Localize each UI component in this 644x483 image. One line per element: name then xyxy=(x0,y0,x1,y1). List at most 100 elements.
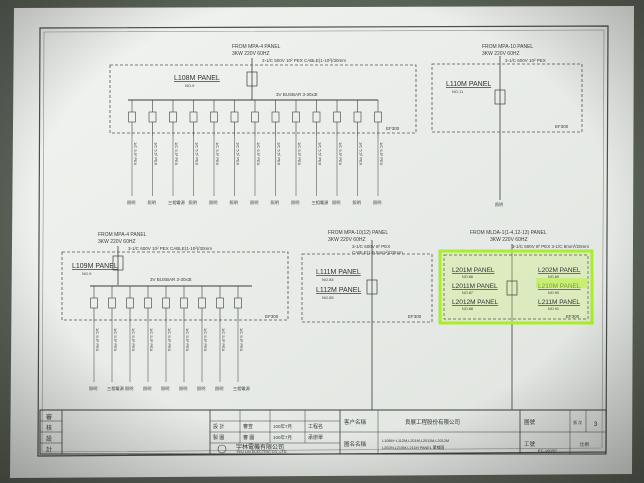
sub-panel-name: L2011M PANEL xyxy=(452,283,498,290)
cable-annotation-text: 1/C 5.5² PEX xyxy=(297,142,302,166)
cable-annotation: 1/C 5.5² PEX xyxy=(297,142,302,166)
sub-panel-name: L201M PANEL xyxy=(452,267,495,274)
tb-r2-c2: 審 圖 xyxy=(243,434,254,441)
cable-annotation-text: 1/C 5.5² PEX xyxy=(131,328,136,352)
l111m-id: NO.84 xyxy=(322,277,334,282)
cable-annotation-text: 1/C 5.5² PEX xyxy=(195,142,200,166)
l110m-out-label: 照明 xyxy=(495,202,503,207)
cable-annotation: 1/C 5.5² PEX xyxy=(277,142,282,166)
cable-annotation-text: 1/C 5.5² PEX xyxy=(174,142,179,166)
cable-annotation-text: 1/C 5.5² PEX xyxy=(338,142,343,166)
cable-annotation-text: 1/C 5.5² PEX xyxy=(221,328,226,352)
tb-r2-c1: 製 圖 xyxy=(213,434,224,441)
l109m-rating: 3KW 220V 60HZ xyxy=(98,239,136,245)
cable-annotation-text: 1/C 5.5² PEX xyxy=(185,328,190,352)
sub-panel-id: NO.91 xyxy=(548,307,559,311)
cable-annotation-text: 1/C 5.5² PEX xyxy=(277,142,282,166)
cable-annotation: 1/C 5.5² PEX xyxy=(318,142,323,166)
l108m-source: FROM MPA-4 PANEL xyxy=(232,44,281,50)
cable-annotation-text: 1/C 5.5² PEX xyxy=(113,328,118,352)
cable-annotation: 1/C 5.5² PEX xyxy=(338,142,343,166)
cable-annotation-text: 1/C 5.5² PEX xyxy=(154,142,159,166)
cable-annotation-text: 1/C 5.5² PEX xyxy=(318,142,323,166)
cable-annotation-text: 1/C 5.5² PEX xyxy=(239,328,244,352)
side-label-1: 審 xyxy=(46,413,52,421)
tb-r2-c4: 承辦單 xyxy=(308,434,323,441)
cable-annotation: 1/C 5.5² PEX xyxy=(203,328,208,352)
l111m-title: L111M PANEL xyxy=(316,269,361,276)
scale-label: 比例 xyxy=(580,441,589,448)
sub-panel-name: L211M PANEL xyxy=(538,299,580,306)
cable-annotation: 1/C 5.5² PEX xyxy=(174,142,179,166)
sub-panel-name: L202M PANEL xyxy=(538,267,581,274)
cable-annotation-text: 1/C 5.5² PEX xyxy=(215,142,220,166)
l111m-rating: 3KW 220V 60HZ xyxy=(328,237,366,243)
l110m-rating: 3KW 220V 60HZ xyxy=(482,51,520,57)
side-label-2: 核 xyxy=(46,424,52,432)
cable-annotation-text: 1/C 5.5² PEX xyxy=(256,142,261,166)
l111m-cable: 3-1/C 600V 8² PEX xyxy=(352,244,390,249)
tb-r2-c3: 100年7月 xyxy=(273,434,292,441)
cable-annotation: 1/C 5.5² PEX xyxy=(185,328,190,352)
cable-annotation-text: 1/C 5.5² PEX xyxy=(203,328,208,352)
l210m-marker-highlight xyxy=(536,278,588,288)
sub-panel-id: NO.90 xyxy=(548,291,559,295)
tb-r1-c1: 設 計 xyxy=(213,423,224,430)
drawing-title-line-1: L108M~L112M,L201M,L2011M,L2012M xyxy=(382,439,449,443)
cable-annotation: 1/C 5.5² PEX xyxy=(149,328,154,352)
feeder-label: 三相電源 xyxy=(107,385,125,392)
l111m-tag: EF300 xyxy=(408,314,422,319)
l112m-id: NO.85 xyxy=(322,295,334,300)
cable-annotation-text: 1/C 5.5² PEX xyxy=(236,142,241,166)
cable-annotation-text: 1/C 5.5² PEX xyxy=(149,328,154,352)
cable-annotation: 1/C 5.5² PEX xyxy=(359,142,364,166)
tb-r1-c3: 100年7月 xyxy=(273,423,292,430)
cable-annotation: 1/C 5.5² PEX xyxy=(167,328,172,352)
cable-annotation: 1/C 5.5² PEX xyxy=(113,328,118,352)
cable-annotation: 1/C 5.5² PEX xyxy=(236,142,241,166)
job-label: 工號 xyxy=(524,440,536,448)
l201m-rating: 3KW 220V 60HZ xyxy=(490,237,528,243)
drawing-title-label: 圖名名稱 xyxy=(344,440,367,448)
l201m-source: FROM MLDA-1(1-4,12-13) PANEL xyxy=(470,230,547,236)
drawing-title-line-2: L202M,L210M,L211M PANEL 單線圖 xyxy=(382,445,444,450)
l112m-title: L112M PANEL xyxy=(316,287,361,294)
cable-annotation: 1/C 5.5² PEX xyxy=(131,328,136,352)
cable-annotation-text: 1/C 5.5² PEX xyxy=(95,328,100,352)
l108m-rating: 3KW 220V 60HZ xyxy=(232,51,270,57)
tb-r1-c4: 工程名 xyxy=(308,423,323,430)
l108m-cable: 3-1/C 500V 10² PEX CABLE(1-10²)/30mm xyxy=(262,58,346,63)
tb-r1-c2: 審查 xyxy=(243,423,253,430)
cable-annotation: 1/C 5.5² PEX xyxy=(215,142,220,166)
cable-annotation-text: 1/C 5.5² PEX xyxy=(359,142,364,166)
l110m-source: FROM MPA-10 PANEL xyxy=(482,44,533,50)
cable-annotation: 1/C 5.5² PEX xyxy=(133,142,138,166)
side-label-3: 設 xyxy=(46,435,52,443)
l108m-id: NO.9 xyxy=(185,83,195,88)
l109m-tag: EF300 xyxy=(265,314,279,319)
feeder-label: 三相電源 xyxy=(233,385,251,392)
l108m-tag: EF300 xyxy=(386,126,400,131)
l110m-cable: 3-1/C 600V 10² PEX xyxy=(505,58,546,63)
feeder-label: 三相電源 xyxy=(312,199,330,206)
client-label: 客户名稱 xyxy=(344,418,367,426)
cable-annotation: 1/C 5.5² PEX xyxy=(239,328,244,352)
l201m-tag: EF300 xyxy=(566,314,580,319)
cable-annotation: 1/C 5.5² PEX xyxy=(154,142,159,166)
cable-annotation: 1/C 5.5² PEX xyxy=(195,142,200,166)
company-name-en: YEU LIN ELECTRIC CO.,LTD. xyxy=(236,450,287,454)
cable-annotation-text: 1/C 5.5² PEX xyxy=(379,142,384,166)
cable-annotation: 1/C 5.5² PEX xyxy=(379,142,384,166)
l108m-busbar: 3V BUSBAR 3-30x3t xyxy=(276,92,318,97)
l111m-source: FROM MPA-10(12) PANEL xyxy=(328,230,388,236)
l201m-cable: 3-1/C 600V 8² PEX 3-1/C 8mm²/20mm xyxy=(512,244,589,249)
l110m-id: NO.11 xyxy=(452,89,464,94)
cable-annotation-text: 1/C 5.5² PEX xyxy=(133,142,138,166)
sub-panel-id: NO.86 xyxy=(462,275,473,279)
l109m-id: NO.9 xyxy=(82,271,92,276)
cable-annotation-text: 1/C 5.5² PEX xyxy=(167,328,172,352)
